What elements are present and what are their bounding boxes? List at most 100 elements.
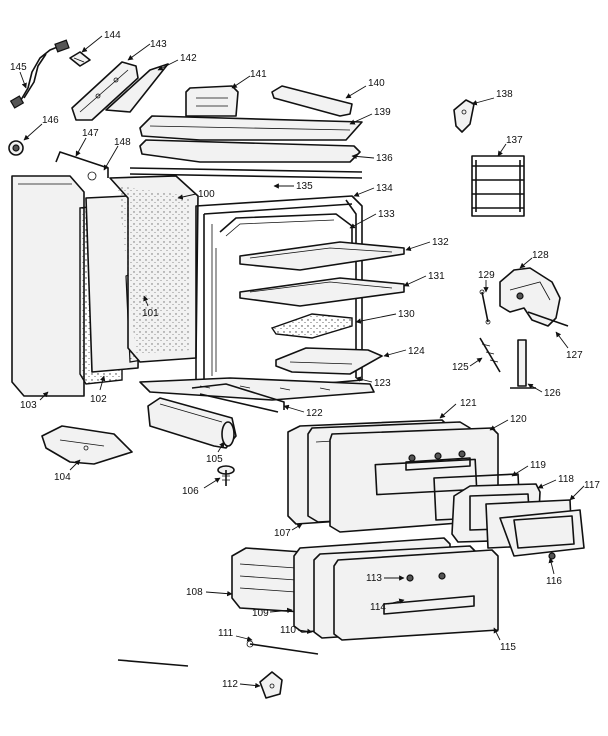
- callout-123: 123: [355, 376, 391, 389]
- callout-109: 109: [252, 607, 293, 619]
- svg-text:138: 138: [496, 89, 513, 100]
- svg-text:148: 148: [114, 137, 131, 148]
- svg-text:140: 140: [368, 78, 385, 89]
- svg-text:101: 101: [142, 308, 159, 319]
- back-panel-part: [109, 175, 199, 363]
- front-trim-strip-part: [129, 167, 363, 179]
- cooktop-lower-panel-part: [139, 139, 361, 163]
- broil-rack-part: [471, 155, 525, 217]
- window-seal-part: [499, 509, 585, 560]
- back-guard-strip-part: [105, 63, 169, 113]
- callout-113: 113: [366, 573, 405, 584]
- broil-pan-part: [275, 347, 383, 375]
- leveling-leg-part: [217, 465, 235, 486]
- callout-142: 142: [157, 53, 197, 71]
- callout-134: 134: [353, 183, 393, 197]
- svg-text:129: 129: [478, 270, 495, 281]
- svg-text:134: 134: [376, 183, 393, 194]
- callout-122: 122: [283, 404, 323, 419]
- svg-text:146: 146: [42, 115, 59, 126]
- callout-126: 126: [527, 383, 561, 399]
- hinge-pin-part: [479, 289, 491, 325]
- hinge-bracket-part: [453, 99, 475, 133]
- callout-143: 143: [127, 39, 167, 61]
- svg-text:126: 126: [544, 388, 561, 399]
- power-cord-part: [9, 39, 70, 109]
- svg-text:131: 131: [428, 271, 445, 282]
- svg-text:142: 142: [180, 53, 197, 64]
- oven-liner-part: [219, 213, 353, 256]
- oven-rack-upper-part: [239, 241, 405, 271]
- callout-127: 127: [555, 331, 583, 361]
- svg-text:118: 118: [558, 474, 574, 485]
- svg-text:105: 105: [206, 454, 223, 465]
- svg-text:136: 136: [376, 153, 393, 164]
- drawer-front-part: [333, 549, 499, 641]
- vent-duct-part: [185, 85, 239, 117]
- bottom-tray-part: [41, 425, 133, 465]
- svg-text:122: 122: [306, 408, 323, 419]
- svg-text:115: 115: [500, 642, 516, 653]
- callout-121: 121: [439, 398, 477, 419]
- svg-text:107: 107: [274, 528, 291, 539]
- svg-text:137: 137: [506, 135, 523, 146]
- control-knob-part: [8, 140, 24, 156]
- svg-text:125: 125: [452, 362, 469, 373]
- drawer-box-part: [231, 547, 303, 613]
- door-hinge-assembly-part: [499, 267, 569, 327]
- vent-trim-part: [271, 85, 353, 117]
- callout-107: 107: [274, 523, 303, 539]
- callout-115: 115: [493, 627, 516, 653]
- svg-text:121: 121: [460, 398, 477, 409]
- callout-124: 124: [383, 346, 425, 358]
- callout-148: 148: [103, 137, 131, 171]
- callout-105: 105: [206, 441, 225, 465]
- svg-text:123: 123: [374, 378, 391, 389]
- svg-text:147: 147: [82, 128, 99, 139]
- svg-text:110: 110: [280, 625, 296, 636]
- callout-144: 144: [81, 30, 121, 53]
- svg-text:114: 114: [370, 602, 386, 613]
- callout-129: 129: [478, 270, 495, 293]
- drawer-slide-part: [246, 640, 319, 655]
- base-line-part: [117, 659, 189, 667]
- callout-104: 104: [54, 459, 81, 483]
- callout-120: 120: [489, 414, 527, 431]
- callout-139: 139: [349, 107, 391, 125]
- callout-135: 135: [273, 181, 313, 192]
- svg-text:112: 112: [222, 679, 238, 690]
- callout-108: 108: [186, 587, 233, 598]
- svg-text:127: 127: [566, 350, 583, 361]
- callout-136: 136: [351, 153, 393, 164]
- callout-140: 140: [345, 78, 385, 99]
- svg-text:108: 108: [186, 587, 203, 598]
- callout-116: 116: [546, 557, 562, 587]
- oven-top-edge-part: [55, 151, 109, 181]
- callout-103: 103: [20, 391, 49, 411]
- cord-cover-part: [71, 61, 139, 121]
- spring-part: [479, 337, 501, 373]
- drawer-clip-part: [259, 671, 283, 699]
- svg-text:100: 100: [198, 189, 215, 200]
- svg-text:120: 120: [510, 414, 527, 425]
- svg-text:139: 139: [374, 107, 391, 118]
- svg-text:130: 130: [398, 309, 415, 320]
- callout-106: 106: [182, 477, 221, 497]
- svg-text:141: 141: [250, 69, 267, 80]
- svg-text:104: 104: [54, 472, 71, 483]
- svg-text:117: 117: [584, 480, 600, 491]
- svg-text:116: 116: [546, 576, 562, 587]
- callout-133: 133: [349, 209, 395, 229]
- terminal-block-part: [69, 51, 91, 67]
- callout-137: 137: [497, 135, 523, 157]
- svg-text:132: 132: [432, 237, 449, 248]
- callout-132: 132: [405, 237, 449, 252]
- oven-rack-lower-part: [239, 277, 405, 307]
- callout-114: 114: [370, 598, 405, 613]
- callout-119: 119: [511, 460, 546, 477]
- callout-128: 128: [519, 250, 549, 269]
- svg-text:103: 103: [20, 400, 37, 411]
- callout-102: 102: [90, 375, 107, 405]
- callout-146: 146: [23, 115, 59, 141]
